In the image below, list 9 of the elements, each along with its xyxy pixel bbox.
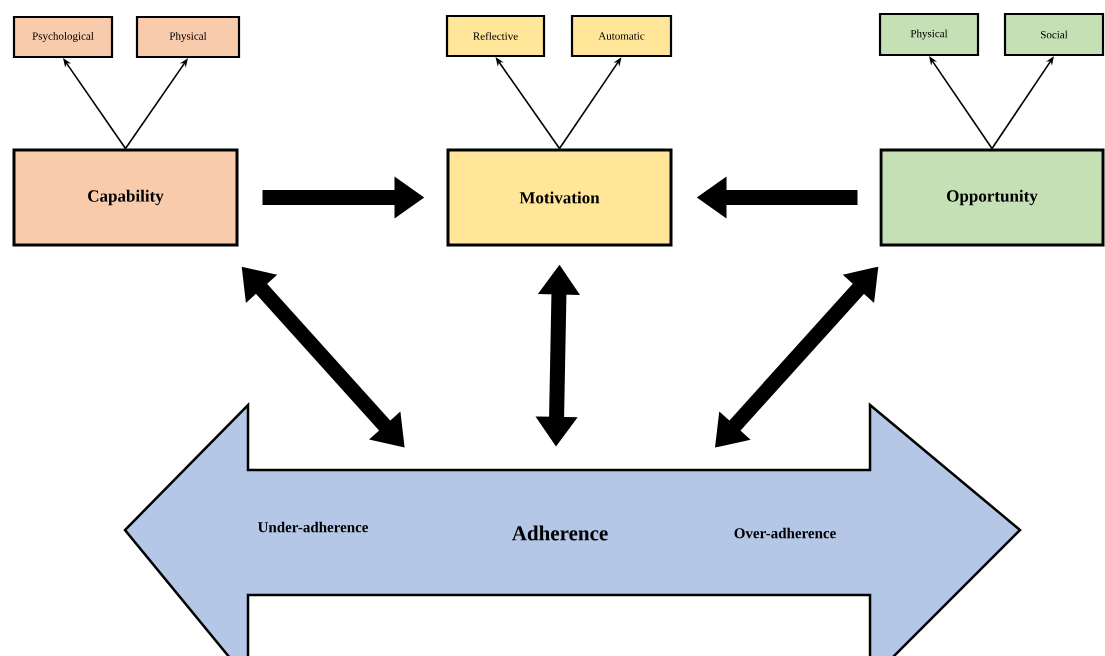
sub-factor-box: Automatic [570,14,673,58]
factor-box: Capability [12,148,239,247]
sub-factor-box: Psychological [12,15,114,59]
sub-factor-box: Reflective [445,14,546,58]
sub-factor-box: Physical [878,12,980,57]
factor-box: Motivation [446,148,673,247]
sub-factor-box: Physical [135,15,241,59]
factor-box: Opportunity [879,148,1105,247]
sub-factor-box: Social [1003,12,1105,57]
